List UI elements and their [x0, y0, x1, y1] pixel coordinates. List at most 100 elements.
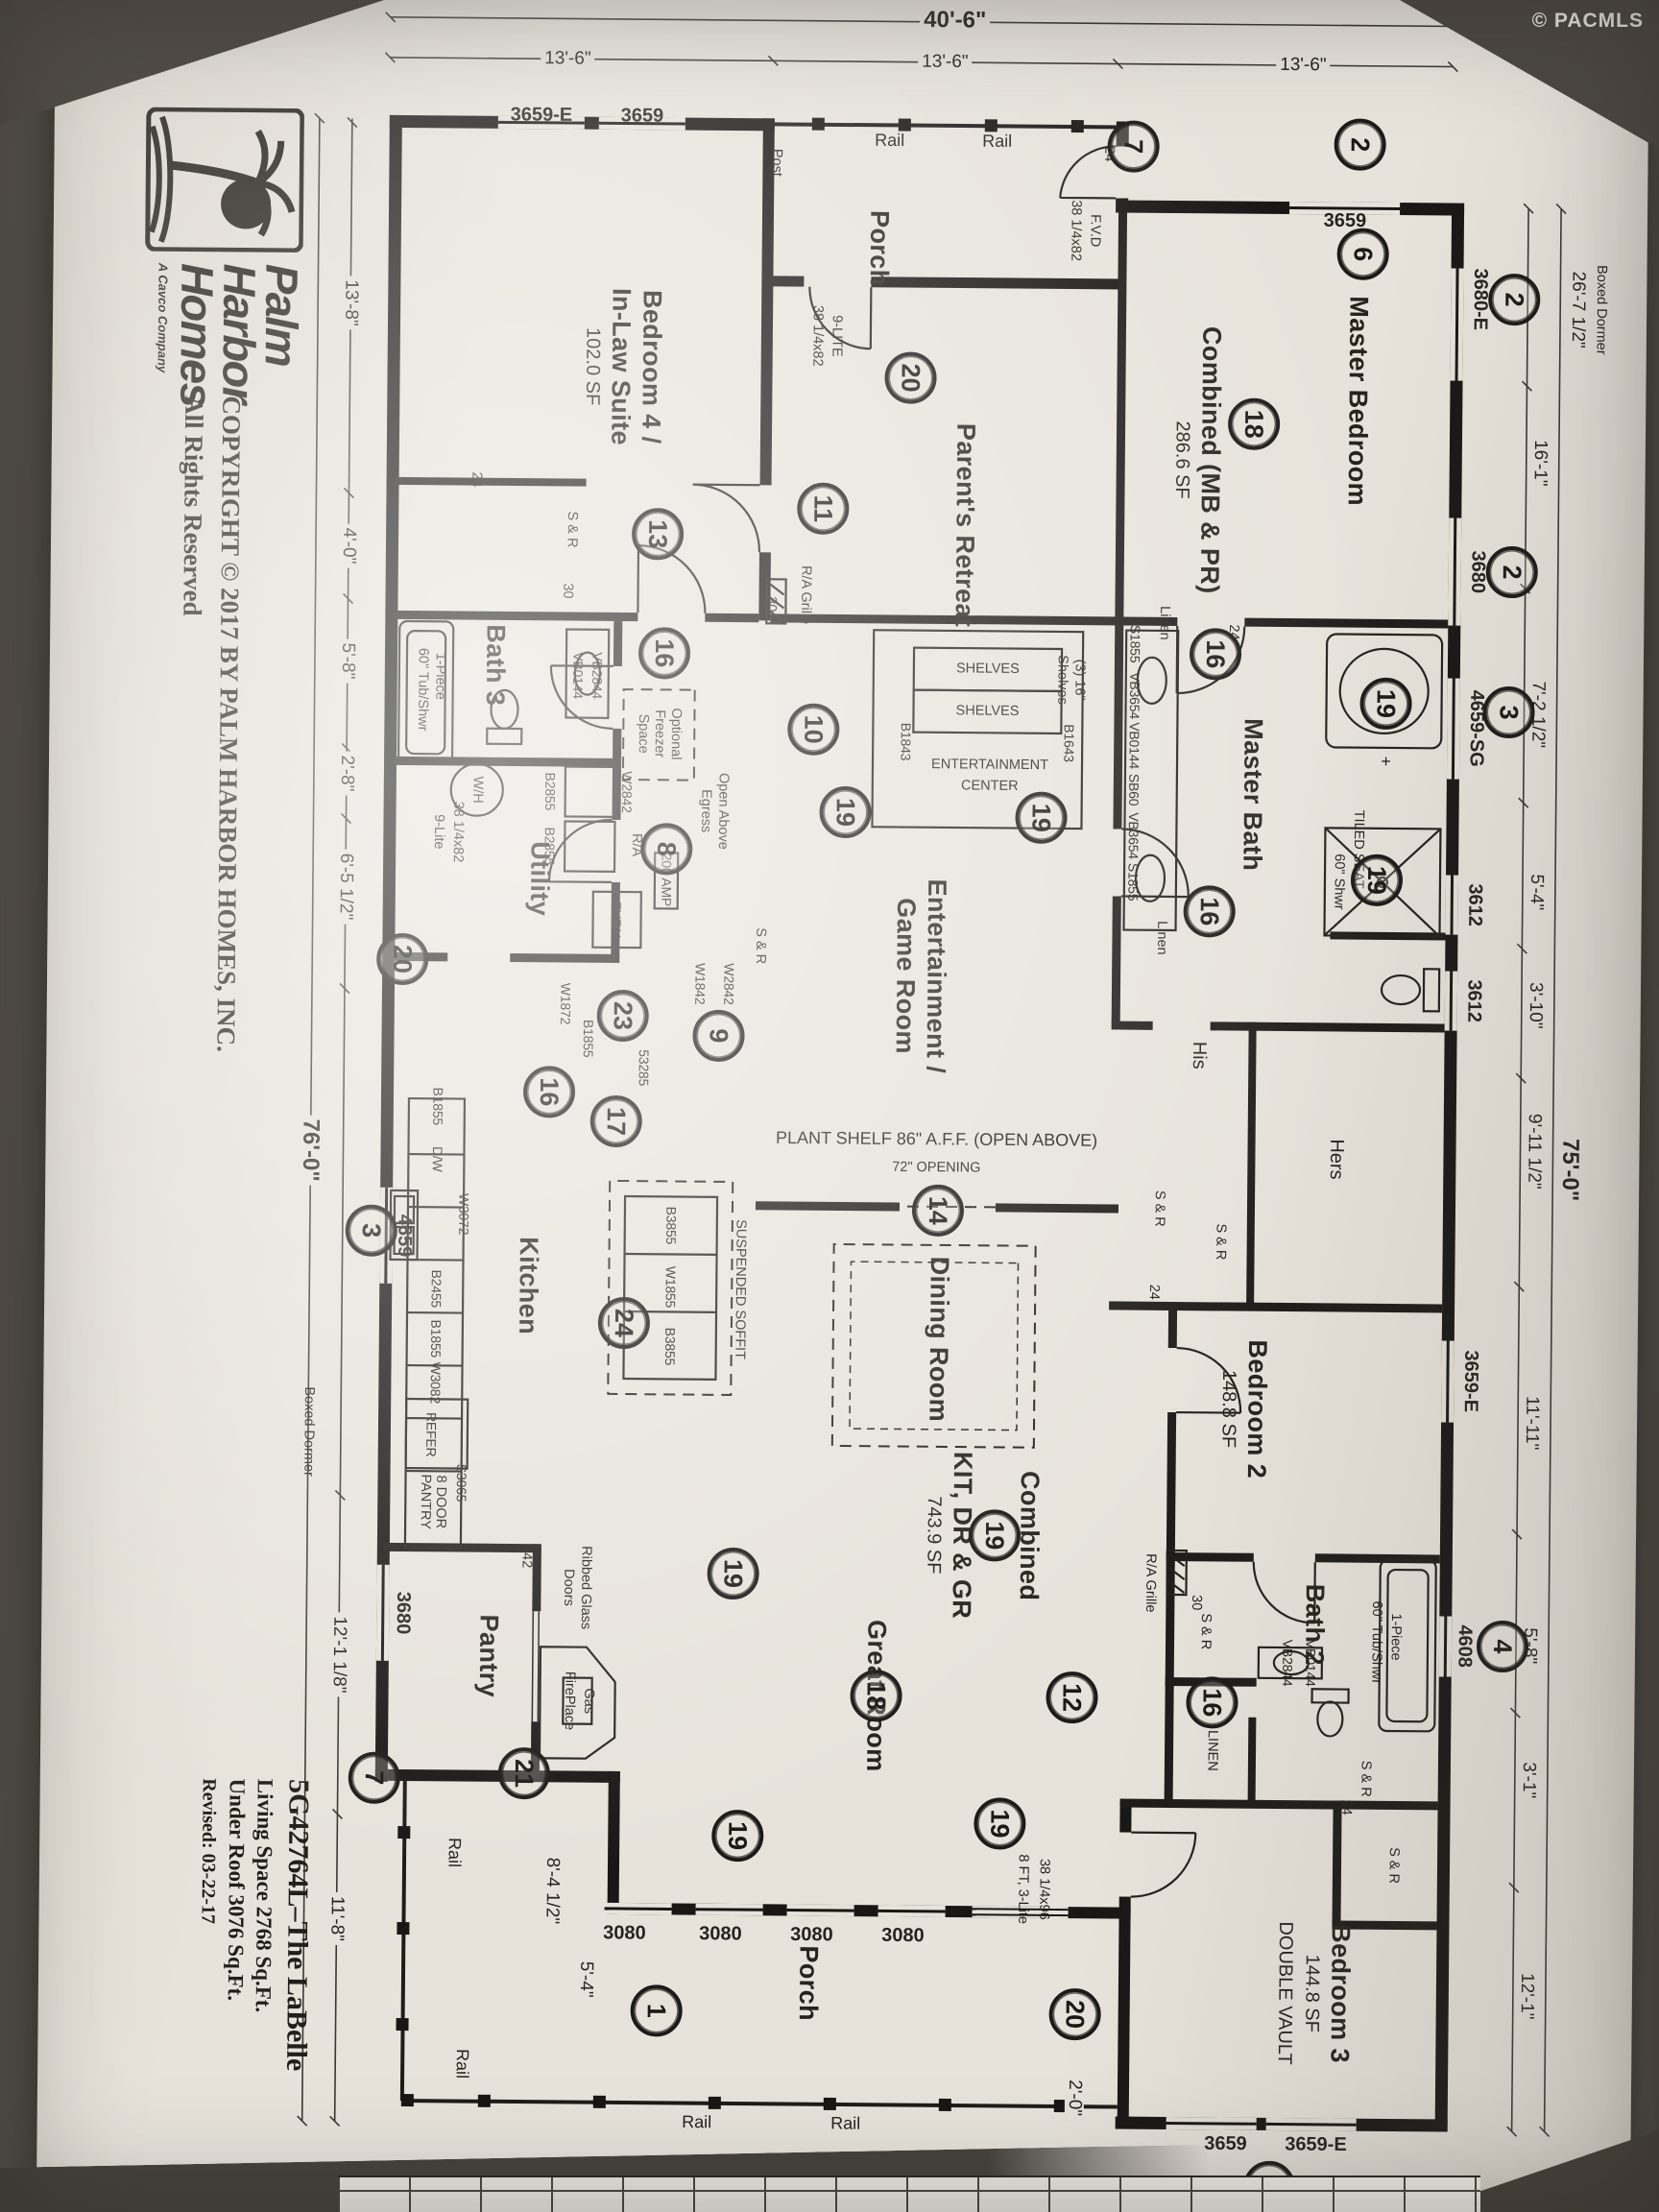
- plan-label: B1855: [430, 1087, 446, 1126]
- callout-number: 24: [597, 1296, 651, 1350]
- plan-annotations: Master Bedroom Combined (MB & PR)286.6 SF…: [106, 0, 1623, 2212]
- plan-label: Dining Room: [924, 1256, 954, 1423]
- plan-label: W2842: [721, 963, 737, 1005]
- callout-number: 12: [1046, 1671, 1098, 1724]
- plan-label: 3680: [1467, 550, 1489, 594]
- plan-label: 24: [1145, 1284, 1162, 1300]
- callout-number: 2: [1485, 545, 1539, 599]
- plan-label: Rail: [682, 2112, 712, 2132]
- plan-label: S & R: [1358, 1760, 1374, 1797]
- plan-label: 16'-1": [1529, 436, 1551, 491]
- callout-number: 21: [497, 1746, 551, 1800]
- logo-word: Palm: [255, 263, 308, 367]
- plan-label: 3680: [392, 1591, 415, 1635]
- copyright-notice: COPYRIGHT © 2017 BY PALM HARBOR HOMES, I…: [173, 396, 246, 1052]
- plan-label: Rail: [445, 1837, 465, 1868]
- callout-number: 4: [1476, 1620, 1529, 1673]
- floorplan-walls: [297, 12, 1567, 2138]
- plan-label: Rail: [452, 2048, 472, 2080]
- plan-label: 4608: [1454, 1624, 1476, 1669]
- plan-label: S & R: [564, 511, 580, 548]
- plan-label: PLANT SHELF 86" A.F.F. (OPEN ABOVE): [775, 1127, 1098, 1150]
- plan-label: 5'-8": [337, 638, 358, 684]
- callout-number: 18: [1227, 397, 1281, 450]
- plan-label: 24: [1338, 1799, 1355, 1815]
- plan-label: 2'-8": [336, 751, 357, 796]
- plan-label: 3080: [699, 1923, 742, 1945]
- plan-label: 13'-6": [1276, 55, 1331, 76]
- plan-label: Rail: [875, 130, 905, 150]
- plan-label: 8'-4 1/2": [541, 1853, 563, 1929]
- plan-label: 3080: [790, 1923, 833, 1946]
- plan-label: B3855: [663, 1206, 680, 1245]
- plan-label: SUSPENDED SOFFIT: [732, 1219, 749, 1360]
- plan-label: B2855: [542, 772, 559, 811]
- plan-label: S & R: [1197, 1613, 1214, 1650]
- plan-label: 12'-1": [1516, 1968, 1537, 2024]
- plan-label: VB0144: [1126, 722, 1142, 770]
- callout-number: 8: [640, 823, 693, 876]
- callout-number: 10: [787, 703, 840, 756]
- plan-label: CENTER: [960, 778, 1019, 794]
- copyright-line: COPYRIGHT © 2017 BY PALM HARBOR HOMES, I…: [211, 396, 247, 1052]
- plan-label: 72" OPENING: [892, 1159, 981, 1176]
- plan-label: W3082: [427, 1361, 444, 1405]
- plan-label: LINEN: [1204, 1729, 1220, 1771]
- callout-number: 2: [1488, 273, 1541, 326]
- plan-label: 60" Tub/Shwr: [1368, 1600, 1385, 1685]
- callout-number: 1: [630, 1984, 683, 2037]
- plan-label: Porch: [793, 1945, 824, 2022]
- callout-number: 16: [1183, 885, 1236, 938]
- plan-label: 30: [763, 596, 780, 613]
- plan-label: VB2844: [1280, 1639, 1296, 1687]
- plan-label: B1843: [898, 722, 914, 761]
- callout-number: 14: [911, 1184, 965, 1238]
- logo-word: Homes: [170, 262, 224, 407]
- plan-label: VB0144: [570, 652, 587, 699]
- plan-label: 144.8 SF: [1301, 1954, 1323, 2032]
- plan-label: 9'-11 1/2": [1524, 1109, 1545, 1193]
- plan-label: 3659-E: [1285, 2133, 1347, 2156]
- plan-label: Master Bedroom: [1342, 296, 1374, 507]
- plan-label: 13'-6": [541, 48, 595, 69]
- plan-label: ENTERTAINMENT: [930, 757, 1049, 774]
- plan-label: 3080: [603, 1922, 646, 1944]
- plan-label: 53285: [636, 1049, 652, 1087]
- callout-number: 13: [631, 508, 685, 561]
- plan-label: 30: [560, 583, 576, 599]
- plan-label: 5'-4": [575, 1957, 596, 2002]
- plan-label: +: [1376, 756, 1396, 767]
- plan-label: R/A Grille: [797, 565, 814, 625]
- callout-number: 19: [1350, 854, 1404, 907]
- plan-label: W1872: [558, 982, 574, 1025]
- callout-number: 20: [884, 351, 937, 404]
- callout-number: 3: [1482, 685, 1535, 739]
- plan-label: 38 1/4x82: [809, 304, 826, 367]
- callout-number: 3: [345, 1204, 397, 1257]
- callout-number: 16: [1189, 628, 1242, 681]
- plan-label: D/W: [429, 1145, 445, 1172]
- plan-label: Freezer: [651, 709, 668, 758]
- plan-label: 9-LITE: [829, 315, 845, 357]
- plan-label: 5'-4": [1526, 870, 1547, 915]
- plan-label: 102.0 SF: [581, 327, 604, 406]
- plan-label: Combined (MB & PR): [1194, 325, 1227, 594]
- plan-label: 3659-E: [510, 104, 573, 126]
- plan-label: Linen: [1156, 606, 1173, 640]
- plan-label: 286.6 SF: [1171, 421, 1193, 499]
- plan-label: 42: [518, 1552, 535, 1569]
- plan-label: 60" Tub/Shwr: [414, 647, 431, 732]
- plan-label: W/H: [469, 776, 486, 804]
- plan-label: Porch: [864, 209, 895, 286]
- callout-number: 19: [968, 1509, 1022, 1562]
- plan-label: SHELVES: [955, 703, 1020, 719]
- plan-label: Kitchen: [514, 1237, 544, 1335]
- plan-label: 3612: [1463, 979, 1485, 1023]
- plan-label: 12'-1 1/8": [328, 1612, 349, 1697]
- plan-label: Rail: [830, 2113, 861, 2133]
- plan-label: S & R: [1213, 1223, 1229, 1261]
- rights-line: All Rights Reserved: [178, 395, 209, 616]
- plan-label: His: [1188, 1041, 1211, 1070]
- callout-number: 17: [589, 1094, 642, 1148]
